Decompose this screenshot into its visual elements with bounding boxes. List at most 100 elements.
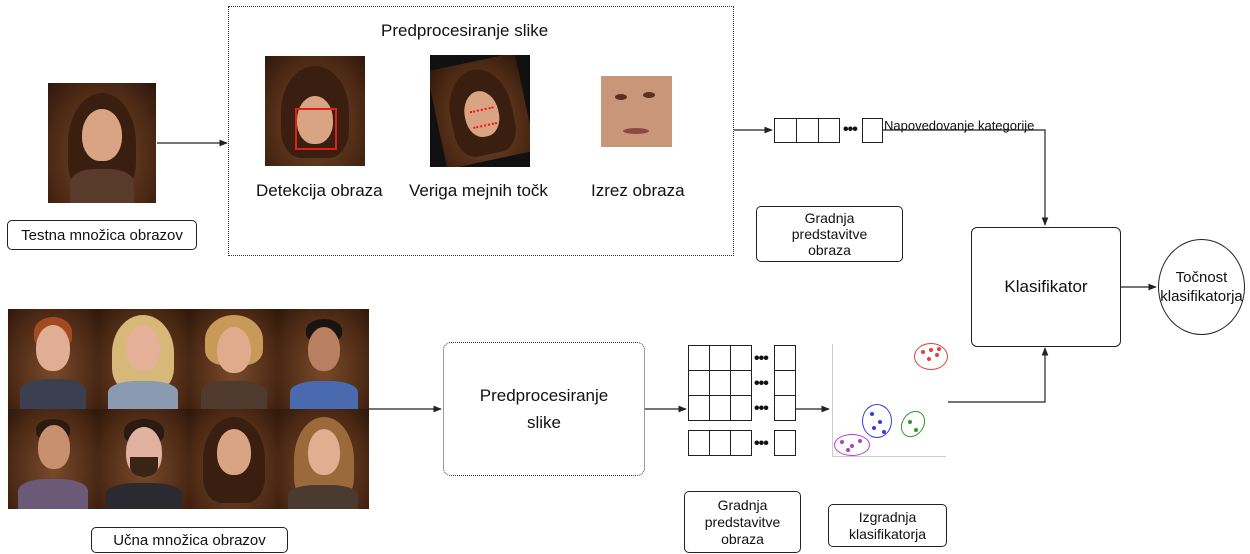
detection-box — [295, 108, 337, 150]
point-red — [921, 350, 925, 354]
cluster-red — [914, 343, 948, 370]
build-repr-line: Gradnja — [717, 496, 768, 513]
face — [217, 327, 251, 373]
shirt — [108, 381, 178, 409]
point-red — [927, 357, 931, 361]
matrix-cell — [774, 345, 796, 371]
detection-image — [265, 56, 365, 166]
scatter-x-axis — [832, 456, 946, 457]
train-face — [98, 309, 189, 409]
face — [38, 425, 70, 469]
cluster-purple — [834, 434, 870, 456]
matrix-ellipsis: ••• — [754, 435, 769, 452]
step-label-crop: Izrez obraza — [591, 181, 685, 200]
point-purple — [850, 444, 854, 448]
scatter-y-axis — [832, 344, 833, 456]
point-green — [914, 428, 918, 432]
matrix-cell — [688, 345, 710, 371]
shirt — [20, 379, 86, 409]
eye-left — [615, 94, 627, 100]
build-representation-box-top: Gradnja predstavitve obraza — [756, 206, 903, 262]
point-red — [929, 348, 933, 352]
arrow-scatter-to-classifier — [948, 347, 1049, 403]
preprocessing-title: Predprocesiranje slike — [381, 21, 549, 40]
predict-label: Napovedovanje kategorije — [884, 118, 1035, 133]
matrix-ellipsis: ••• — [754, 375, 769, 392]
classifier-label: Klasifikator — [1004, 277, 1088, 296]
train-face — [98, 409, 189, 509]
train-face — [8, 309, 98, 409]
matrix-cell — [688, 370, 710, 396]
build-repr-line: predstavitve — [791, 226, 868, 242]
step-label-detection: Detekcija obraza — [256, 181, 383, 200]
point-red — [935, 353, 939, 357]
point-blue — [872, 426, 876, 430]
train-set-label-box: Učna množica obrazov — [91, 527, 288, 553]
point-purple — [840, 440, 844, 444]
face — [308, 327, 340, 371]
vector-ellipsis: ••• — [843, 121, 858, 138]
matrix-ellipsis: ••• — [754, 350, 769, 367]
build-representation-box-bottom: Gradnja predstavitve obraza — [684, 491, 801, 553]
vector-cell — [774, 118, 797, 143]
eye-right — [643, 92, 655, 98]
matrix-cell — [730, 430, 752, 456]
cluster-scatter-plot — [828, 340, 948, 460]
matrix-ellipsis: ••• — [754, 400, 769, 417]
beard — [130, 457, 158, 477]
train-face — [278, 409, 369, 509]
matrix-cell — [709, 345, 731, 371]
build-classifier-line: Izgradnja — [858, 508, 917, 525]
matrix-cell — [730, 395, 752, 421]
face — [217, 429, 251, 475]
step-label-landmarks: Veriga mejnih točk — [409, 181, 548, 200]
test-face-image — [48, 83, 156, 203]
point-blue — [870, 412, 874, 416]
matrix-cell — [774, 370, 796, 396]
point-blue — [882, 430, 886, 434]
accuracy-circle: Točnost klasifikatorja — [1158, 239, 1245, 335]
point-purple — [846, 448, 850, 452]
train-face — [189, 309, 278, 409]
cluster-blue — [862, 404, 892, 438]
face — [36, 325, 70, 371]
mouth — [623, 128, 649, 134]
build-repr-line: predstavitve — [704, 513, 781, 530]
shirt — [290, 381, 358, 409]
shirt — [201, 381, 267, 409]
point-purple — [858, 439, 862, 443]
shirt — [70, 169, 134, 203]
matrix-cell — [709, 395, 731, 421]
matrix-cell — [688, 430, 710, 456]
face — [126, 325, 160, 371]
rotated-photo — [430, 55, 530, 167]
accuracy-line: klasifikatorja — [1160, 288, 1243, 305]
point-red — [937, 347, 941, 351]
point-green — [908, 420, 912, 424]
face — [308, 429, 340, 475]
landmarks-image — [430, 55, 530, 167]
shirt — [18, 479, 88, 509]
preprocessing-box-bottom: Predprocesiranje slike — [443, 342, 645, 476]
point-blue — [878, 420, 882, 424]
vector-cell — [796, 118, 819, 143]
matrix-cell — [774, 395, 796, 421]
matrix-cell — [730, 345, 752, 371]
cropped-face-image — [601, 76, 672, 147]
training-faces-collage — [8, 309, 369, 509]
vector-cell — [862, 118, 883, 143]
matrix-cell — [730, 370, 752, 396]
train-face — [189, 409, 278, 509]
preproc-box-line: Predprocesiranje — [479, 386, 609, 405]
build-classifier-line: klasifikatorja — [848, 525, 927, 542]
classifier-box: Klasifikator — [971, 227, 1121, 347]
matrix-cell — [709, 370, 731, 396]
build-repr-line: obraza — [721, 530, 764, 547]
build-classifier-box: Izgradnja klasifikatorja — [828, 504, 947, 547]
shirt — [288, 485, 358, 509]
vector-cell — [818, 118, 840, 143]
matrix-cell — [688, 395, 710, 421]
preproc-box-line: slike — [526, 413, 561, 432]
face — [82, 109, 122, 161]
build-repr-line: Gradnja — [804, 210, 855, 226]
